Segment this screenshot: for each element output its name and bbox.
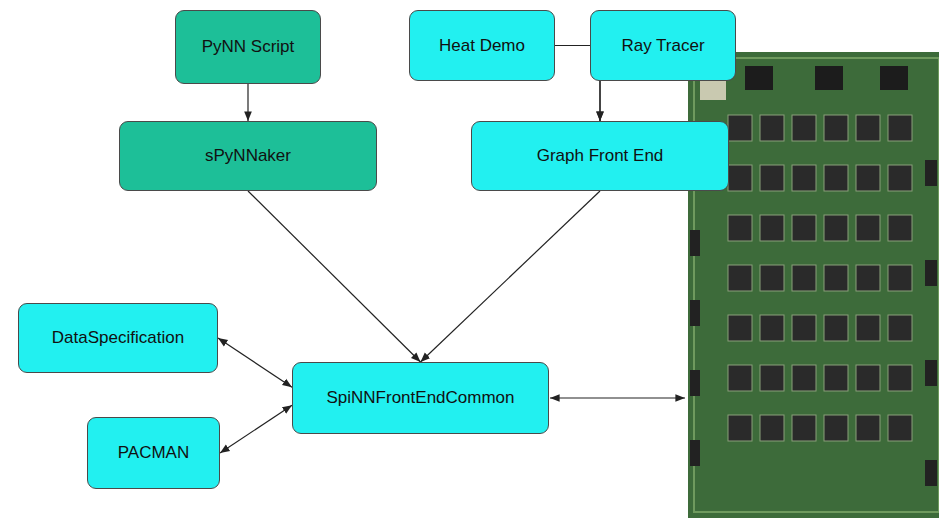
- connector-arrow: [247, 84, 248, 121]
- process-box: PACMAN: [87, 417, 220, 489]
- box-label: Graph Front End: [537, 146, 664, 166]
- box-label: Heat Demo: [439, 36, 525, 56]
- process-box: sPyNNaker: [119, 121, 377, 191]
- process-box: SpiNNFrontEndCommon: [292, 362, 549, 434]
- connector-arrow: [421, 191, 601, 362]
- box-label: PACMAN: [118, 443, 189, 463]
- connector-arrow: [220, 405, 292, 453]
- box-label: Ray Tracer: [621, 36, 704, 56]
- board-link: [550, 397, 685, 398]
- box-label: sPyNNaker: [205, 146, 291, 166]
- pcb: [688, 52, 939, 518]
- process-box: Ray Tracer: [590, 10, 736, 81]
- connector-arrow: [218, 338, 292, 387]
- process-box: Graph Front End: [471, 121, 729, 191]
- process-box: DataSpecification: [18, 303, 218, 373]
- box-label: SpiNNFrontEndCommon: [326, 388, 514, 408]
- process-box: Heat Demo: [409, 10, 555, 81]
- connector-arrow: [248, 191, 421, 362]
- chip-grid: [728, 115, 912, 441]
- box-label: DataSpecification: [52, 328, 184, 348]
- box-label: PyNN Script: [202, 37, 295, 57]
- process-box: PyNN Script: [175, 10, 321, 84]
